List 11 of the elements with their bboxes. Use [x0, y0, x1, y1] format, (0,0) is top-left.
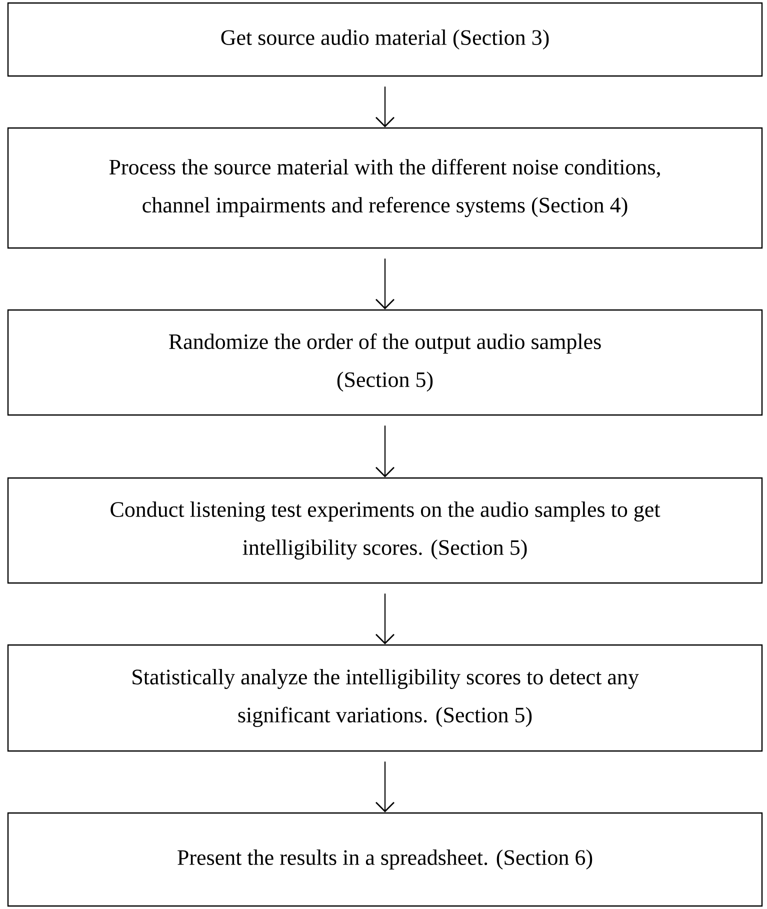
arrow — [376, 594, 394, 644]
process-box: Present the results in a spreadsheet. (Section 6) — [7, 812, 763, 907]
process-box: Conduct listening test experiments on the audio samples to get intelligibility scores. (Section 5) — [7, 477, 763, 584]
arrow — [376, 258, 394, 310]
process-box: Get source audio material (Section 3) — [7, 2, 763, 77]
arrow — [376, 762, 394, 812]
arrow — [376, 426, 394, 478]
process-box: Process the source material with the different noise conditions, channel impairments and reference systems (Section 4) — [7, 127, 763, 249]
process-box: Statistically analyze the intelligibility scores to detect any significant variations. (Section 5) — [7, 644, 763, 752]
arrow — [376, 86, 394, 128]
process-box: Randomize the order of the output audio samples (Section 5) — [7, 309, 763, 416]
